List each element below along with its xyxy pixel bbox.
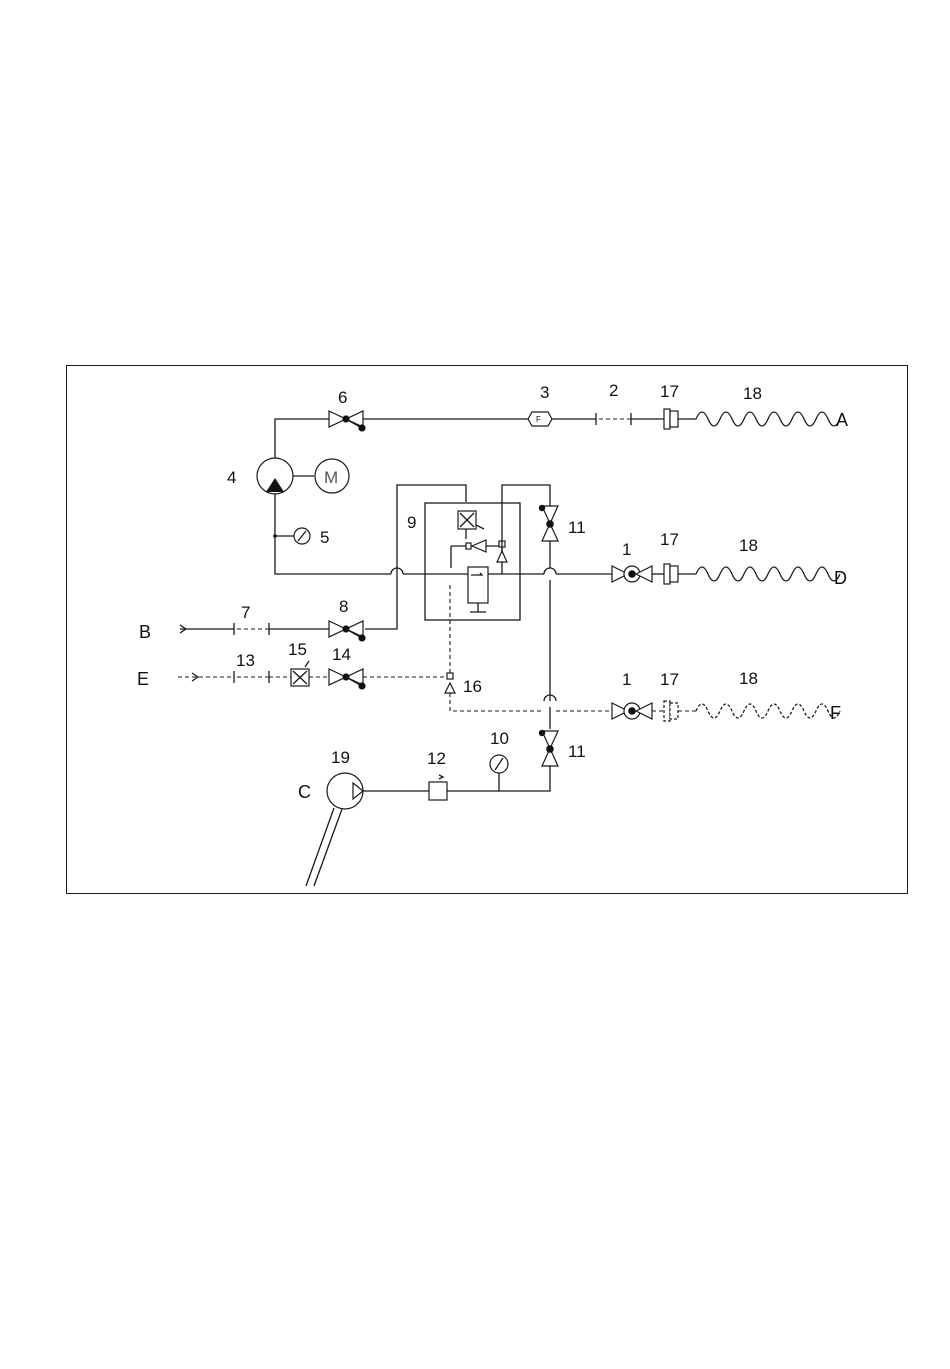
label-16: 16 — [463, 677, 482, 696]
port-b: B — [139, 622, 151, 642]
label-17-f: 17 — [660, 670, 679, 689]
label-9: 9 — [407, 513, 416, 532]
port-a: A — [836, 410, 848, 430]
label-7: 7 — [241, 603, 250, 622]
label-11-top: 11 — [568, 518, 586, 537]
label-17-a: 17 — [660, 382, 679, 401]
motor-symbol-label: M — [324, 468, 338, 487]
check-valve-1-d — [612, 566, 652, 582]
filter-3: F — [528, 412, 552, 426]
port-c: C — [298, 782, 311, 802]
label-5: 5 — [320, 528, 329, 547]
label-19: 19 — [331, 748, 350, 767]
label-18-a: 18 — [743, 384, 762, 403]
port-d: D — [834, 568, 847, 588]
motor: M — [315, 459, 349, 493]
label-8: 8 — [339, 597, 348, 616]
diagram-frame: F M — [66, 365, 908, 894]
label-15: 15 — [288, 640, 307, 659]
pneumatic-circuit-diagram: F M — [66, 365, 908, 894]
filter-symbol-label: F — [536, 415, 541, 424]
label-1-f: 1 — [622, 670, 631, 689]
label-6: 6 — [338, 388, 347, 407]
label-1-d: 1 — [622, 540, 631, 559]
label-13: 13 — [236, 651, 255, 670]
junction-square — [466, 543, 471, 549]
label-12: 12 — [427, 749, 446, 768]
label-10: 10 — [490, 729, 509, 748]
label-4: 4 — [227, 468, 236, 487]
port-f: F — [830, 703, 841, 723]
port-e: E — [137, 669, 149, 689]
pump-4 — [257, 458, 293, 494]
label-3: 3 — [540, 383, 549, 402]
label-17-d: 17 — [660, 530, 679, 549]
coupling-17-a — [664, 409, 678, 429]
label-18-d: 18 — [739, 536, 758, 555]
check-valve-1-f — [612, 703, 652, 719]
label-11-bottom: 11 — [568, 742, 586, 761]
label-14: 14 — [332, 645, 351, 664]
coupling-17-f — [664, 701, 678, 721]
label-2: 2 — [609, 381, 618, 400]
coupling-17-d — [664, 564, 678, 584]
label-18-f: 18 — [739, 669, 758, 688]
